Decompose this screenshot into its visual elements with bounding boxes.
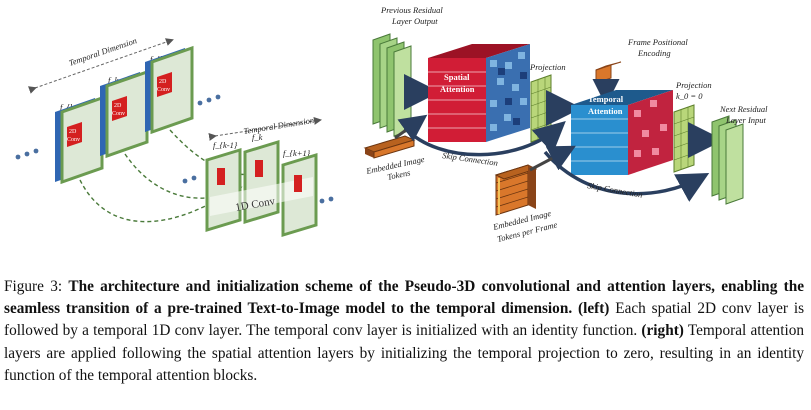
temporal-attention-block: Temporal Attention [571, 90, 673, 175]
frame-pos-encoding-label-2: Encoding [637, 48, 671, 58]
architecture-figure: Temporal Dimension f_{k-1} f_k f_{k+1} 2… [15, 5, 768, 244]
frame-label-bottom-2: f_k [252, 132, 263, 142]
spatial-attention-label-1: Spatial [444, 72, 470, 82]
conv2d-frame-2: 2D Conv [100, 69, 149, 159]
ellipsis-dots-top [15, 94, 221, 160]
caption-left-text: Each spatial 2D conv layer is followed b… [4, 300, 805, 340]
figure-caption: Figure 3: The architecture and initializ… [4, 276, 804, 387]
prev-residual-label-2: Layer Output [391, 16, 438, 26]
conv1d-cell-2 [255, 160, 263, 177]
temporal-attention-label-1: Temporal [588, 94, 624, 104]
arrow-frame-tokens-to-temporal [529, 145, 576, 172]
spatial-attention-block: Spatial Attention [428, 44, 530, 142]
arrow-tokens-to-spatial [394, 114, 428, 142]
spatial-attention-label-2: Attention [440, 84, 475, 94]
conv2d-label-3b: Conv [157, 87, 170, 93]
temporal-attention-label-2: Attention [588, 106, 623, 116]
caption-right-tag: (right) [641, 322, 684, 340]
frame-label-top-2: f_k [108, 75, 119, 85]
next-residual-layer [711, 115, 744, 205]
caption-prefix: Figure 3: [4, 278, 63, 295]
conv1d-cell-1 [217, 168, 225, 185]
temporal-dimension-top-label: Temporal Dimension [67, 35, 138, 68]
embedded-tokens-label-2: Tokens [386, 167, 412, 182]
projection-2-grid [673, 104, 695, 173]
embedded-image-tokens [363, 135, 416, 159]
frame-label-bottom-3: f_{k+1} [283, 148, 311, 158]
temporal-dimension-arrow-top [28, 38, 174, 94]
left-panel: Temporal Dimension f_{k-1} f_k f_{k+1} 2… [15, 35, 334, 238]
embedded-tokens-per-frame [494, 164, 538, 216]
projection-2-k0-label: k_0 = 0 [676, 91, 703, 101]
right-panel: Previous Residual Layer Output Spatial [363, 5, 768, 244]
conv2d-label-3a: 2D [159, 79, 167, 85]
conv2d-label-2a: 2D [114, 103, 122, 109]
conv1d-cell-3 [294, 175, 302, 192]
ellipsis-dots-bottom [182, 175, 334, 204]
caption-left-tag: (left) [577, 300, 610, 318]
conv1d-frames: 1D Conv [205, 139, 318, 238]
conv2d-frame-1: 2D Conv [55, 95, 104, 185]
frame-label-bottom-1: f_{k-1} [213, 140, 238, 150]
conv2d-frame-3: 2D Conv [145, 45, 194, 135]
projection-2-label: Projection [675, 80, 712, 90]
prev-residual-layer [372, 33, 412, 137]
conv2d-label-2b: Conv [112, 111, 125, 117]
conv2d-label-1a: 2D [69, 129, 77, 135]
frame-positional-encoding-icon [595, 61, 622, 84]
next-residual-label-2: Layer Input [725, 115, 767, 125]
frame-pos-encoding-label-1: Frame Positional [627, 37, 688, 47]
temporal-dimension-arrow-bottom [208, 116, 322, 141]
caption-right-text: Temporal attention layers are applied fo… [4, 322, 804, 384]
next-residual-label-1: Next Residual [719, 104, 768, 114]
skip-connection-label-2: Skip Connection [587, 180, 644, 200]
projection-1-label: Projection [529, 62, 566, 72]
caption-bold-title: The architecture and initialization sche… [4, 278, 804, 318]
conv2d-label-1b: Conv [67, 137, 80, 143]
prev-residual-label-1: Previous Residual [380, 5, 443, 15]
mapping-arrow-1 [79, 179, 223, 223]
projection-1-grid [530, 74, 552, 143]
